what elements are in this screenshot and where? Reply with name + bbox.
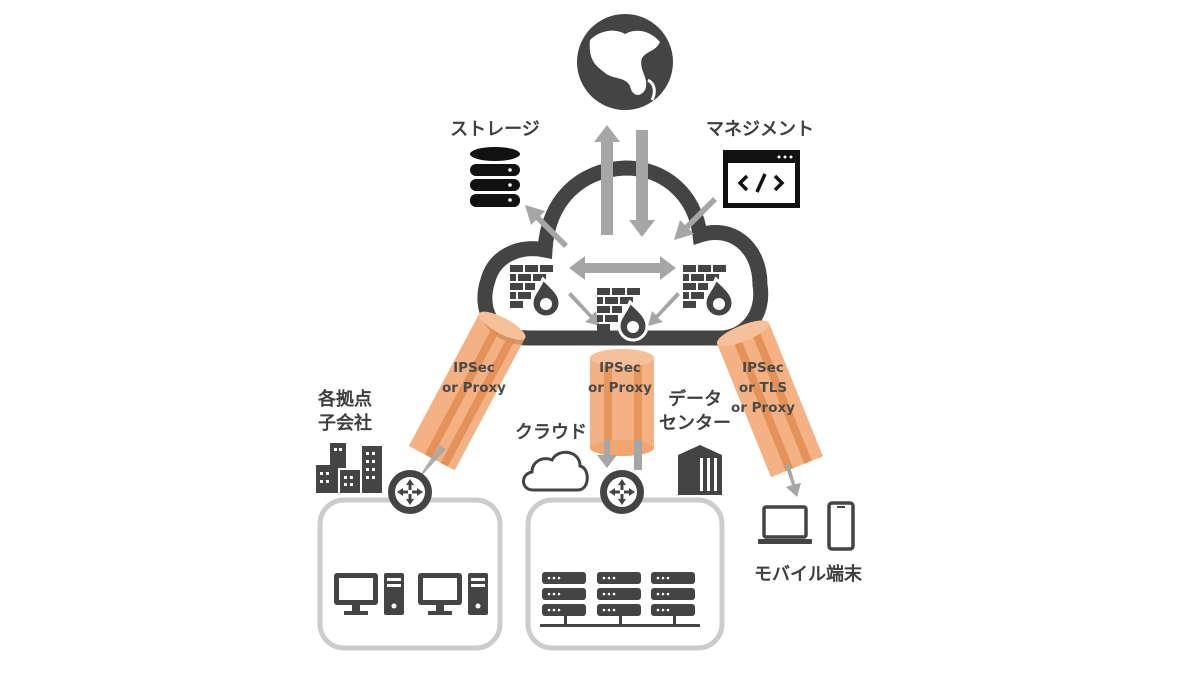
tunnel-mobile-label-3: or Proxy [731, 400, 795, 416]
tunnel-branch [408, 311, 526, 471]
storage-arrow [525, 205, 568, 248]
database-icon [470, 147, 520, 207]
cloud-label: クラウド [515, 422, 587, 443]
tunnel-mobile [716, 320, 823, 478]
desktop-pc-icon [418, 573, 488, 615]
branch-label-1: 各拠点 [317, 388, 372, 410]
internet-globe-icon [577, 14, 673, 110]
small-cloud-icon [522, 450, 589, 492]
tunnel-branch-label-1: IPSec [453, 360, 495, 376]
datacenter-building-icon [678, 445, 722, 495]
arrows [525, 125, 717, 326]
code-window-icon [723, 150, 800, 208]
smartphone-icon [827, 501, 855, 551]
datacenter-label-1: データ [668, 388, 722, 410]
desktop-pc-icon [334, 573, 404, 615]
laptop-icon [758, 505, 812, 544]
router-icon-datacenter [600, 470, 644, 514]
management-label: マネジメント [706, 119, 814, 140]
datacenter-label-2: センター [659, 413, 731, 434]
up-arrow [594, 125, 620, 235]
down-arrow [629, 130, 655, 237]
tunnel-mobile-label-2: or TLS [739, 380, 787, 396]
buildings-icon [316, 443, 382, 493]
tunnel-branch-label-2: or Proxy [442, 380, 506, 396]
tunnel-mobile-label-1: IPSec [742, 360, 784, 376]
tunnel-cloud-label-1: IPSec [599, 360, 641, 376]
tunnel-cloud-label-2: or Proxy [588, 380, 652, 396]
branch-label-2: 子会社 [318, 412, 372, 434]
server-rack-icon [540, 572, 700, 627]
horizontal-arrow [569, 256, 676, 280]
mobile-label: モバイル端末 [754, 563, 863, 585]
storage-label: ストレージ [450, 119, 540, 140]
management-arrow [674, 197, 717, 240]
router-icon-branch [388, 470, 432, 514]
